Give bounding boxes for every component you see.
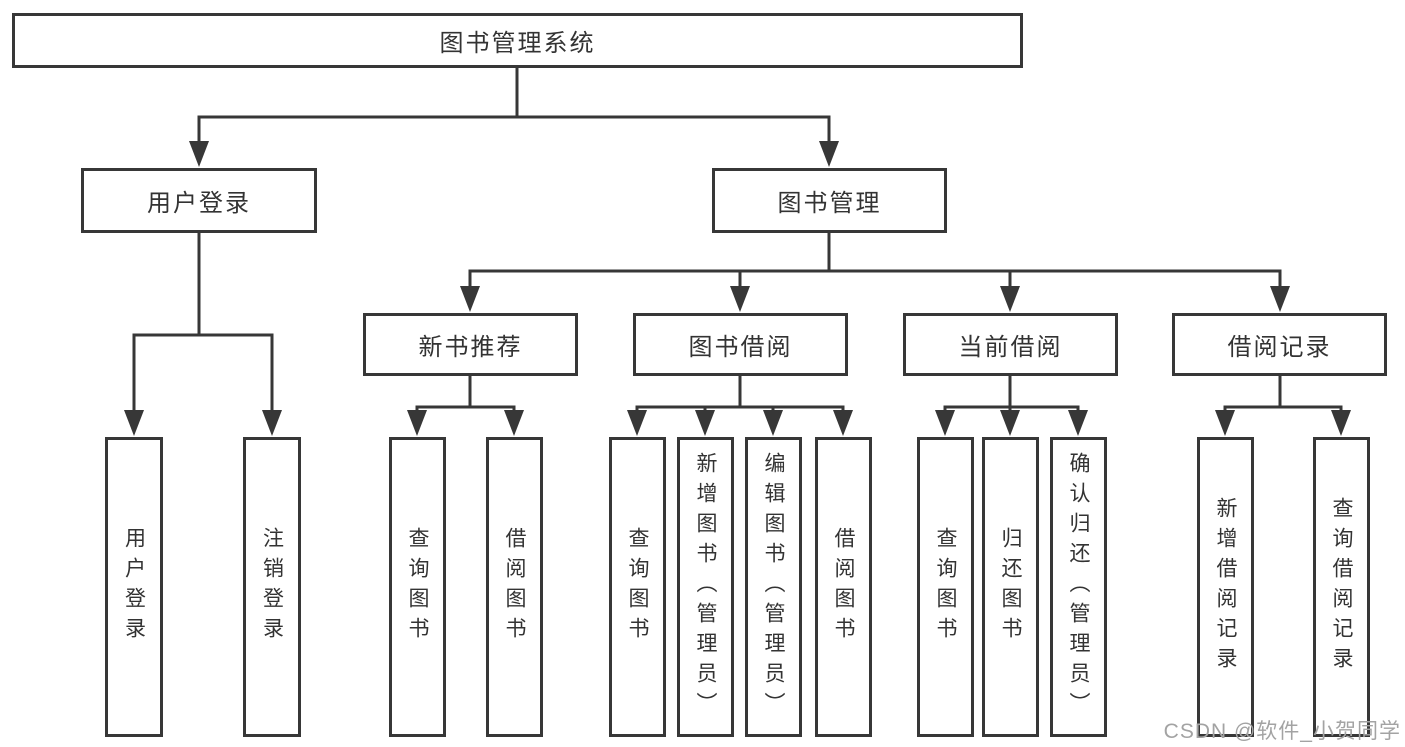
leaf-logout-login: 注销登录 xyxy=(243,437,301,737)
node-borrowing-records: 借阅记录 xyxy=(1172,313,1387,376)
leaf-cb-confirm-return-admin: 确认归还（管理员） xyxy=(1050,437,1107,737)
node-new-book-recommend: 新书推荐 xyxy=(363,313,578,376)
leaf-bb-edit-book-admin: 编辑图书（管理员） xyxy=(745,437,802,737)
leaf-nb-borrow-books: 借阅图书 xyxy=(486,437,543,737)
leaf-cb-query-books: 查询图书 xyxy=(917,437,974,737)
leaf-nb-query-books: 查询图书 xyxy=(389,437,446,737)
leaf-br-add-record: 新增借阅记录 xyxy=(1197,437,1254,737)
node-root: 图书管理系统 xyxy=(12,13,1023,68)
leaf-bb-query-books: 查询图书 xyxy=(609,437,666,737)
node-user-login: 用户登录 xyxy=(81,168,317,233)
node-book-management: 图书管理 xyxy=(712,168,947,233)
leaf-br-query-record: 查询借阅记录 xyxy=(1313,437,1370,737)
node-book-borrowing: 图书借阅 xyxy=(633,313,848,376)
leaf-cb-return-books: 归还图书 xyxy=(982,437,1039,737)
csdn-watermark: CSDN @软件_小贺同学 xyxy=(1163,720,1401,743)
leaf-bb-borrow-books: 借阅图书 xyxy=(815,437,872,737)
leaf-user-login: 用户登录 xyxy=(105,437,163,737)
leaf-bb-add-book-admin: 新增图书（管理员） xyxy=(677,437,734,737)
node-current-borrowing: 当前借阅 xyxy=(903,313,1118,376)
